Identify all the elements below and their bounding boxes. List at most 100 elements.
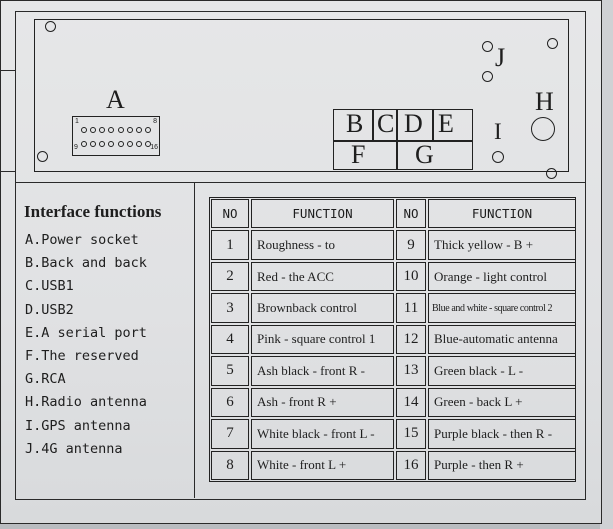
block-c-label: C bbox=[377, 109, 395, 138]
pin-number-cell: 2 bbox=[211, 261, 249, 292]
pin-icon bbox=[117, 127, 124, 133]
pin-icon bbox=[81, 127, 87, 133]
interface-item: E.A serial port bbox=[25, 324, 147, 341]
pin-number-cell: 5 bbox=[211, 356, 249, 386]
header-no: NO bbox=[396, 199, 426, 229]
interface-item: C.USB1 bbox=[25, 278, 74, 295]
pin-number-cell: 1 bbox=[211, 230, 249, 260]
pin-function-cell: Ash - front R + bbox=[251, 387, 394, 418]
pin-number-cell: 15 bbox=[396, 419, 426, 449]
pin-function-cell: Blue-automatic antenna bbox=[428, 324, 576, 355]
header-no: NO bbox=[211, 199, 249, 229]
block-f bbox=[333, 141, 397, 170]
pin-function-cell: Ash black - front R - bbox=[251, 356, 394, 386]
pin-function-cell: Orange - light control bbox=[428, 261, 576, 292]
block-b bbox=[333, 109, 373, 141]
pin-icon bbox=[135, 127, 142, 133]
section-divider bbox=[15, 182, 585, 183]
pin-function-cell: Roughness - to bbox=[251, 230, 394, 260]
pin-icon bbox=[144, 141, 151, 147]
pin-number-cell: 16 bbox=[396, 450, 426, 480]
pin-function-cell: Blue and white - square control 2 bbox=[428, 293, 576, 323]
block-c bbox=[373, 109, 397, 141]
pin-function-cell: Brownback control bbox=[251, 293, 394, 323]
interface-item: I.GPS antenna bbox=[25, 417, 131, 434]
h-label: H bbox=[535, 87, 554, 116]
interface-functions-list: A.Power socket B.Back and back C.USB1 D.… bbox=[25, 229, 147, 461]
pin-icon bbox=[144, 127, 151, 133]
pin-icon bbox=[108, 127, 115, 133]
pin-function-cell: Green - back L + bbox=[428, 387, 576, 418]
wiring-label-sheet: A 1 8 9 16 B C D E F G J H I Interface f… bbox=[0, 0, 602, 524]
mount-hole-icon bbox=[547, 38, 558, 49]
sheet-edge-line bbox=[1, 70, 15, 71]
block-f-label: F bbox=[351, 140, 366, 169]
pin-function-cell: White - front L + bbox=[251, 450, 394, 480]
pin-function-cell: Purple black - then R - bbox=[428, 419, 576, 449]
pin-number: 16 bbox=[150, 144, 158, 151]
pin-row bbox=[81, 127, 151, 133]
block-e-label: E bbox=[438, 109, 454, 138]
pin-function-table: NO FUNCTION NO FUNCTION 1 Roughness - to… bbox=[209, 197, 576, 482]
section-divider bbox=[194, 182, 195, 498]
j-connector-icon bbox=[482, 71, 493, 82]
pin-function-cell: Thick yellow - B + bbox=[428, 230, 576, 260]
pin-number-cell: 9 bbox=[396, 230, 426, 260]
pin-number-cell: 10 bbox=[396, 261, 426, 292]
connector-a-label: A bbox=[106, 85, 125, 114]
pin-number: 8 bbox=[153, 118, 157, 125]
block-d bbox=[397, 109, 433, 141]
pin-function-cell: White black - front L - bbox=[251, 419, 394, 449]
pin-number: 9 bbox=[74, 144, 78, 151]
mount-hole-icon bbox=[37, 151, 48, 162]
pin-function-cell: Red - the ACC bbox=[251, 261, 394, 292]
i-label: I bbox=[494, 119, 502, 144]
pin-icon bbox=[81, 141, 87, 147]
mount-hole-icon bbox=[546, 168, 557, 179]
interface-functions-title: Interface functions bbox=[24, 202, 162, 221]
block-g bbox=[397, 141, 473, 170]
block-g-label: G bbox=[415, 140, 434, 169]
pin-function-cell: Purple - then R + bbox=[428, 450, 576, 480]
interface-item: J.4G antenna bbox=[25, 440, 123, 457]
connector-a: 1 8 9 16 bbox=[72, 116, 160, 156]
pin-number-cell: 14 bbox=[396, 387, 426, 418]
pin-function-cell: Pink - square control 1 bbox=[251, 324, 394, 355]
pin-number-cell: 12 bbox=[396, 324, 426, 355]
pin-icon bbox=[126, 127, 133, 133]
interface-item: D.USB2 bbox=[25, 301, 74, 318]
pin-function-cell: Green black - L - bbox=[428, 356, 576, 386]
interface-item: G.RCA bbox=[25, 371, 66, 388]
pin-number-cell: 13 bbox=[396, 356, 426, 386]
header-function: FUNCTION bbox=[251, 199, 394, 229]
pin-number-cell: 4 bbox=[211, 324, 249, 355]
pin-number-cell: 8 bbox=[211, 450, 249, 480]
pin-icon bbox=[90, 127, 97, 133]
j-label: J bbox=[495, 43, 506, 72]
mount-hole-icon bbox=[45, 21, 56, 32]
interface-item: B.Back and back bbox=[25, 255, 147, 272]
sheet-edge-line bbox=[1, 171, 15, 172]
outer-frame bbox=[15, 11, 586, 500]
connector-panel-diagram bbox=[34, 19, 569, 179]
j-connector-icon bbox=[482, 41, 493, 52]
pin-icon bbox=[99, 141, 106, 147]
pin-number-cell: 3 bbox=[211, 293, 249, 323]
table-grid: NO FUNCTION NO FUNCTION 1 Roughness - to… bbox=[210, 198, 576, 481]
pin-icon bbox=[99, 127, 106, 133]
pin-icon bbox=[90, 141, 97, 147]
pin-number-cell: 6 bbox=[211, 387, 249, 418]
background-edge bbox=[600, 0, 613, 529]
pin-row bbox=[81, 141, 151, 147]
pin-icon bbox=[135, 141, 142, 147]
block-d-label: D bbox=[404, 109, 423, 138]
i-gps-socket-icon bbox=[492, 151, 504, 163]
pin-icon bbox=[126, 141, 133, 147]
interface-item: H.Radio antenna bbox=[25, 394, 147, 411]
interface-item: F.The reserved bbox=[25, 348, 139, 365]
pin-number: 1 bbox=[75, 118, 79, 125]
pin-number-cell: 11 bbox=[396, 293, 426, 323]
header-function: FUNCTION bbox=[428, 199, 576, 229]
pin-icon bbox=[117, 141, 124, 147]
block-b-label: B bbox=[346, 109, 364, 138]
